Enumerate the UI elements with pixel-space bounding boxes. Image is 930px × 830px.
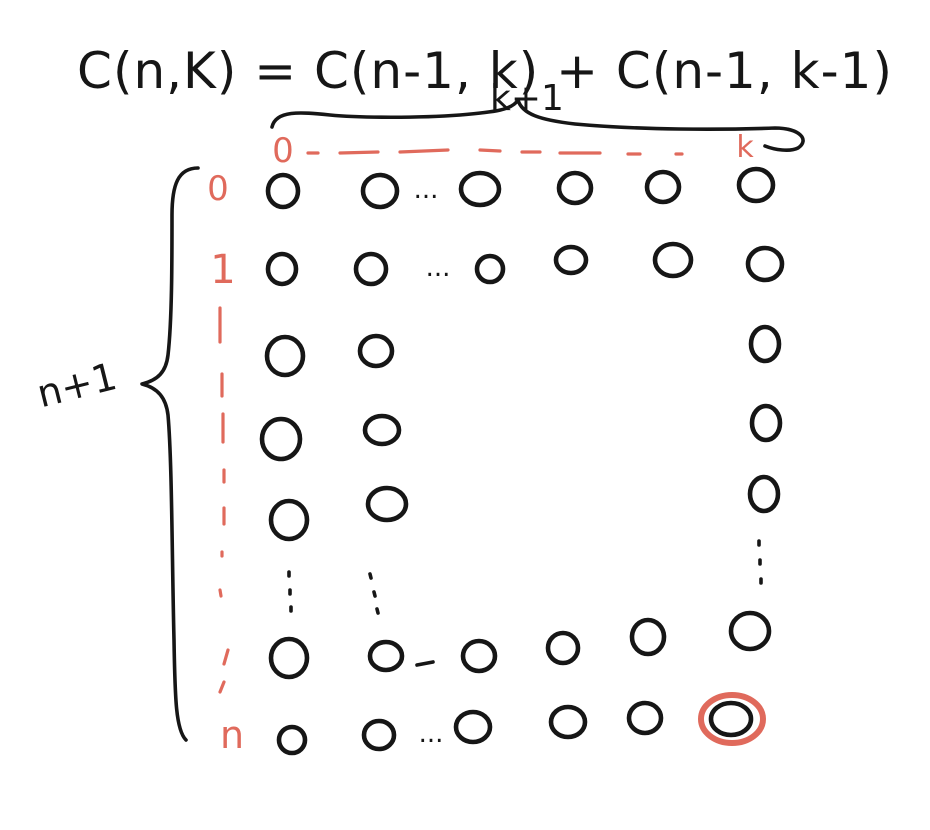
table-cell	[268, 636, 310, 680]
table-cell	[736, 166, 776, 204]
table-cell	[474, 253, 506, 285]
table-cell	[626, 700, 664, 736]
table-cell	[360, 172, 400, 210]
table-cell	[259, 416, 303, 462]
row-ellipsis: ...	[419, 719, 444, 749]
row-ellipsis: ...	[414, 175, 439, 205]
column-index-end: k	[736, 130, 754, 165]
row-dash	[415, 660, 435, 667]
table-cell	[728, 610, 772, 652]
table-cell	[748, 324, 782, 364]
column-ellipsis	[368, 572, 380, 615]
row-index-second: 1	[210, 247, 235, 293]
table-cell	[361, 718, 397, 752]
table-cell	[652, 241, 694, 279]
table-cell	[745, 245, 785, 283]
table-cell	[367, 639, 405, 673]
highlight-circle	[698, 692, 766, 746]
recurrence-formula: C(n,K) = C(n-1, k) + C(n-1, k-1)	[77, 42, 893, 100]
table-cell	[264, 334, 306, 378]
table-cell	[458, 170, 502, 208]
row-ellipsis: ...	[426, 253, 451, 283]
table-cell	[749, 403, 783, 443]
row-index-end: n	[220, 713, 244, 757]
target-cell	[708, 700, 754, 738]
column-ellipsis	[757, 539, 763, 585]
table-cell	[276, 724, 308, 756]
table-cell	[362, 413, 402, 447]
column-index-dash-line	[306, 148, 684, 156]
left-brace	[140, 166, 200, 742]
table-cell	[453, 709, 493, 745]
top-brace	[270, 98, 805, 152]
table-cell	[644, 169, 682, 205]
table-cell	[265, 251, 299, 287]
table-cell	[265, 172, 301, 210]
column-ellipsis	[287, 570, 293, 613]
row-index-dash-line	[218, 306, 230, 694]
table-cell	[548, 704, 588, 740]
top-brace-label: k+1	[490, 78, 564, 119]
table-cell	[268, 498, 310, 542]
table-cell	[460, 638, 498, 674]
left-brace-label: n+1	[33, 354, 121, 416]
table-cell	[629, 617, 667, 657]
table-cell	[553, 244, 589, 276]
row-index-start: 0	[207, 169, 229, 209]
table-cell	[556, 170, 594, 206]
table-cell	[357, 333, 395, 369]
table-cell	[747, 474, 781, 514]
table-cell	[365, 485, 409, 523]
column-index-start: 0	[272, 131, 294, 171]
table-cell	[353, 251, 389, 287]
table-cell	[545, 630, 581, 666]
